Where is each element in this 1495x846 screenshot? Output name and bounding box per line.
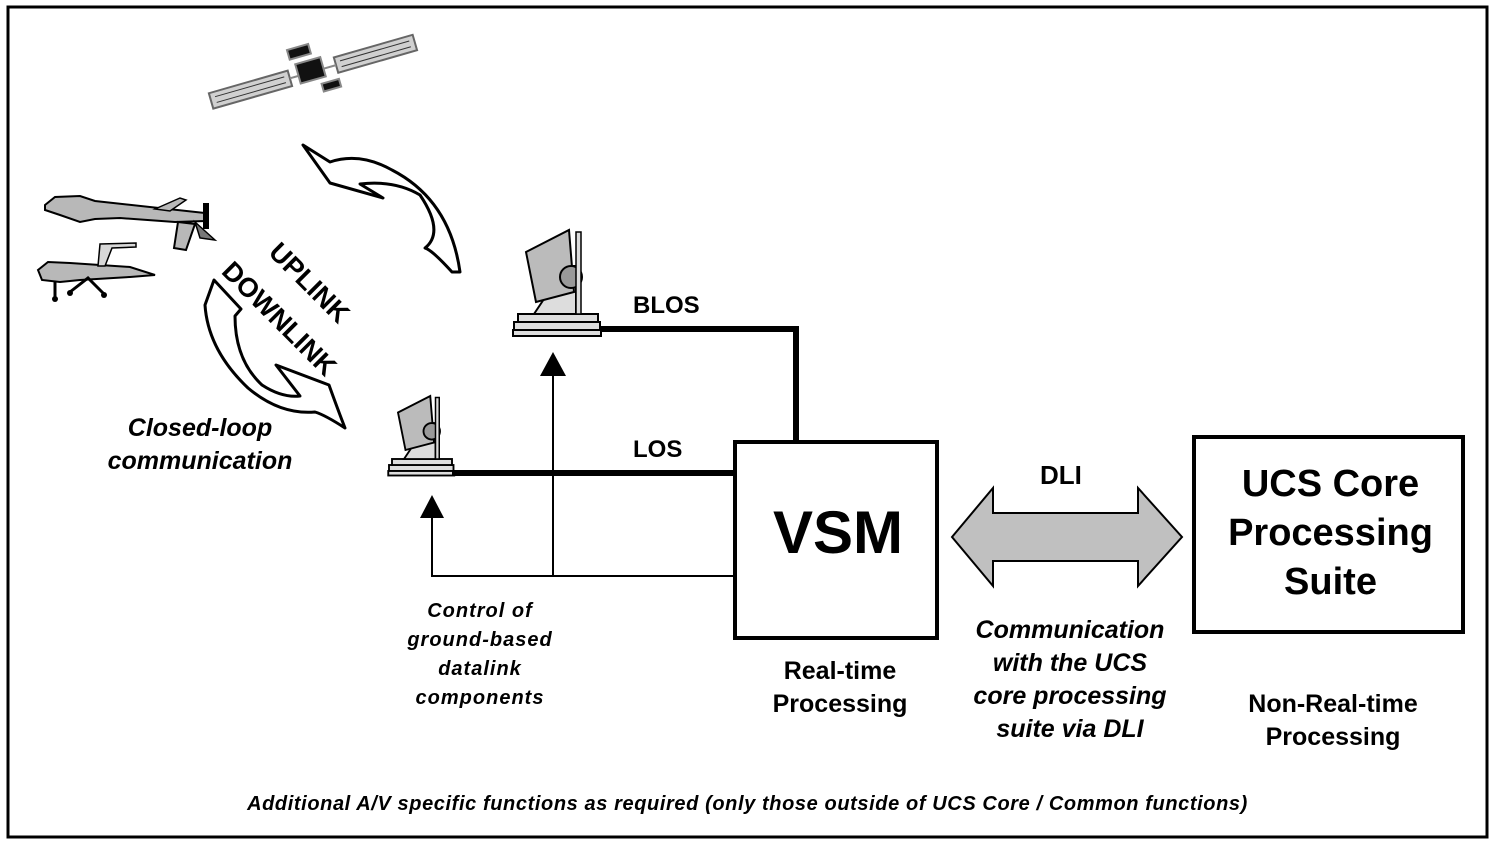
vsm-box (733, 440, 939, 640)
caption-line: Closed-loop (127, 414, 273, 442)
satellite-icon (207, 33, 419, 110)
uplink-arrow (301, 143, 462, 274)
los-label: LOS (633, 436, 683, 463)
caption-line: communication (107, 447, 293, 475)
caption-line: components (415, 687, 545, 709)
caption-line: datalink (438, 658, 522, 680)
ucs-title-line: Processing (1228, 512, 1433, 554)
caption-line: core processing (973, 682, 1167, 710)
ucs-core-box (1192, 435, 1465, 634)
uav-predator-icon (44, 194, 218, 252)
caption-line: with the UCS (992, 649, 1148, 677)
closed-loop-caption: Closed-loop communication (90, 412, 310, 478)
caption-line: Communication (975, 616, 1165, 644)
ucs-title-line: Suite (1284, 561, 1377, 603)
caption-line: Non-Real-time (1248, 690, 1418, 718)
dli-double-arrow (950, 485, 1184, 589)
non-real-time-caption: Non-Real-time Processing (1223, 688, 1443, 754)
dli-label: DLI (1040, 460, 1082, 490)
communication-caption: Communication with the UCS core processi… (955, 614, 1185, 746)
footer-note: Additional A/V specific functions as req… (247, 793, 1248, 815)
ucs-core-title: UCS Core Processing Suite (1194, 460, 1467, 607)
ground-antenna-icon (512, 228, 602, 337)
vsm-title: VSM (772, 499, 904, 566)
ground-antenna-icon (387, 394, 456, 477)
caption-line: Real-time (783, 657, 897, 685)
control-arrowhead (540, 352, 566, 376)
caption-line: Processing (1265, 723, 1401, 751)
caption-line: Processing (772, 690, 908, 718)
ucs-title-line: UCS Core (1241, 463, 1420, 505)
outer-frame (6, 5, 1489, 839)
blos-link-line (600, 326, 799, 442)
control-line (431, 515, 735, 577)
control-caption: Control of ground-based datalink compone… (390, 597, 570, 713)
uav-small-icon (36, 242, 156, 302)
real-time-caption: Real-time Processing (740, 655, 940, 721)
control-arrowhead (420, 495, 444, 518)
blos-label: BLOS (633, 292, 700, 319)
caption-line: ground-based (407, 629, 553, 651)
caption-line: Control of (427, 600, 533, 622)
downlink-arrow (203, 278, 347, 430)
caption-line: suite via DLI (996, 715, 1144, 743)
